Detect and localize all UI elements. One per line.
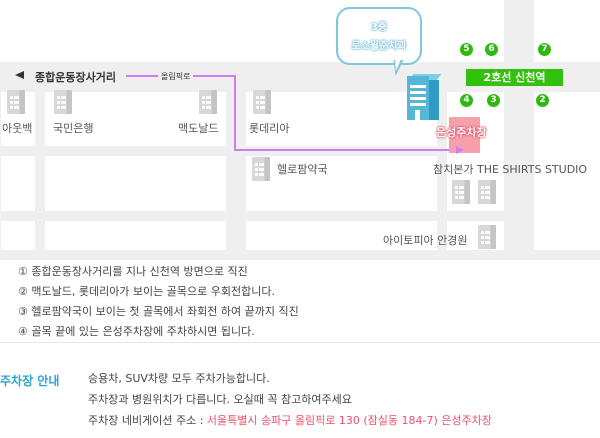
block <box>45 156 226 211</box>
floor-label: 3층 <box>370 22 388 33</box>
building-icon <box>252 157 270 181</box>
building-icon <box>478 180 496 204</box>
block <box>246 221 437 250</box>
parking-info-line: 승용차, SUV차량 모두 주차가능합니다. <box>88 372 270 385</box>
parking-info-title: 주차장 안내 <box>0 374 60 388</box>
building-icon <box>253 90 271 114</box>
directions-steps: ① 종합운동장사거리를 지나 신천역 방면으로 직진 ② 맥도날드, 롯데리아가… <box>18 262 299 342</box>
parking-address-line: 주차장 네비게이션 주소 : 서울특별시 송파구 올림픽로 130 (잠실동 1… <box>88 414 492 435</box>
clinic-building-icon <box>407 76 429 120</box>
exit-5-icon: 5 <box>460 43 473 56</box>
place-chamchi-shirts-studio: 참치본가 THE SHIRTS STUDIO <box>433 163 588 176</box>
route-arrow-icon <box>456 146 464 154</box>
exit-3-icon: 3 <box>487 94 500 107</box>
block <box>1 156 35 211</box>
parking-info: 승용차, SUV차량 모두 주차가능합니다. 주차장과 병원위치가 다릅니다. … <box>88 372 492 435</box>
direction-step: ③ 헬로팜약국이 보이는 첫 골목에서 좌회전 하여 끝까지 직진 <box>18 305 299 318</box>
direction-step: ④ 골목 끝에 있는 은성주차장에 주차하시면 됩니다. <box>18 325 255 338</box>
exit-4-icon: 4 <box>460 94 473 107</box>
directions-map: 종합운동장사거리 올림픽로 2호선 신천역 5 6 7 4 3 2 3층 로스윌… <box>0 0 600 260</box>
block <box>45 221 226 250</box>
route-line <box>234 149 458 151</box>
building-icon <box>199 90 217 114</box>
route-line <box>234 75 236 151</box>
parking-lot-label: 은성주차장 <box>436 126 487 139</box>
place-mcdonalds: 맥도날드 <box>178 122 219 135</box>
block <box>1 221 35 250</box>
parking-address: 서울특별시 송파구 올림픽로 130 (잠실동 184-7) 은성주차장 <box>206 414 492 427</box>
block <box>0 0 504 62</box>
exit-2-icon: 2 <box>536 94 549 107</box>
place-hello-pharmacy: 헬로팜약국 <box>277 163 328 176</box>
direction-step: ② 맥도날드, 롯데리아가 보이는 골목으로 우회전합니다. <box>18 285 275 298</box>
exit-6-icon: 6 <box>485 43 498 56</box>
parking-info-line: 주차장과 병원위치가 다릅니다. 오실때 꼭 참고하여주세요 <box>88 393 352 406</box>
destination-bubble: 3층 로스윌준치과 <box>336 7 422 65</box>
block <box>534 92 600 250</box>
road-name-label: 올림픽로 <box>158 71 194 82</box>
block <box>246 92 437 146</box>
block <box>246 156 437 211</box>
subway-station-label: 2호선 신천역 <box>466 69 563 86</box>
place-eyetopia: 아이토피아 안경원 <box>383 234 468 247</box>
building-icon <box>7 90 25 114</box>
address-label: 주차장 네비게이션 주소 : <box>88 414 207 427</box>
building-icon <box>452 180 470 204</box>
place-lotteria: 롯데리아 <box>249 122 290 135</box>
place-kookmin-bank: 국민은행 <box>53 122 94 135</box>
clinic-name: 로스윌준치과 <box>351 41 407 52</box>
parking-lot-marker <box>449 117 480 153</box>
divider <box>0 342 600 343</box>
exit-7-icon: 7 <box>538 43 551 56</box>
block <box>45 92 226 146</box>
arrow-left-icon <box>15 71 24 79</box>
building-icon <box>54 90 72 114</box>
direction-step: ① 종합운동장사거리를 지나 신천역 방면으로 직진 <box>18 265 248 278</box>
building-icon <box>478 225 496 249</box>
main-road-label: 종합운동장사거리 <box>35 71 116 84</box>
place-outback: 아웃백 <box>2 122 33 135</box>
